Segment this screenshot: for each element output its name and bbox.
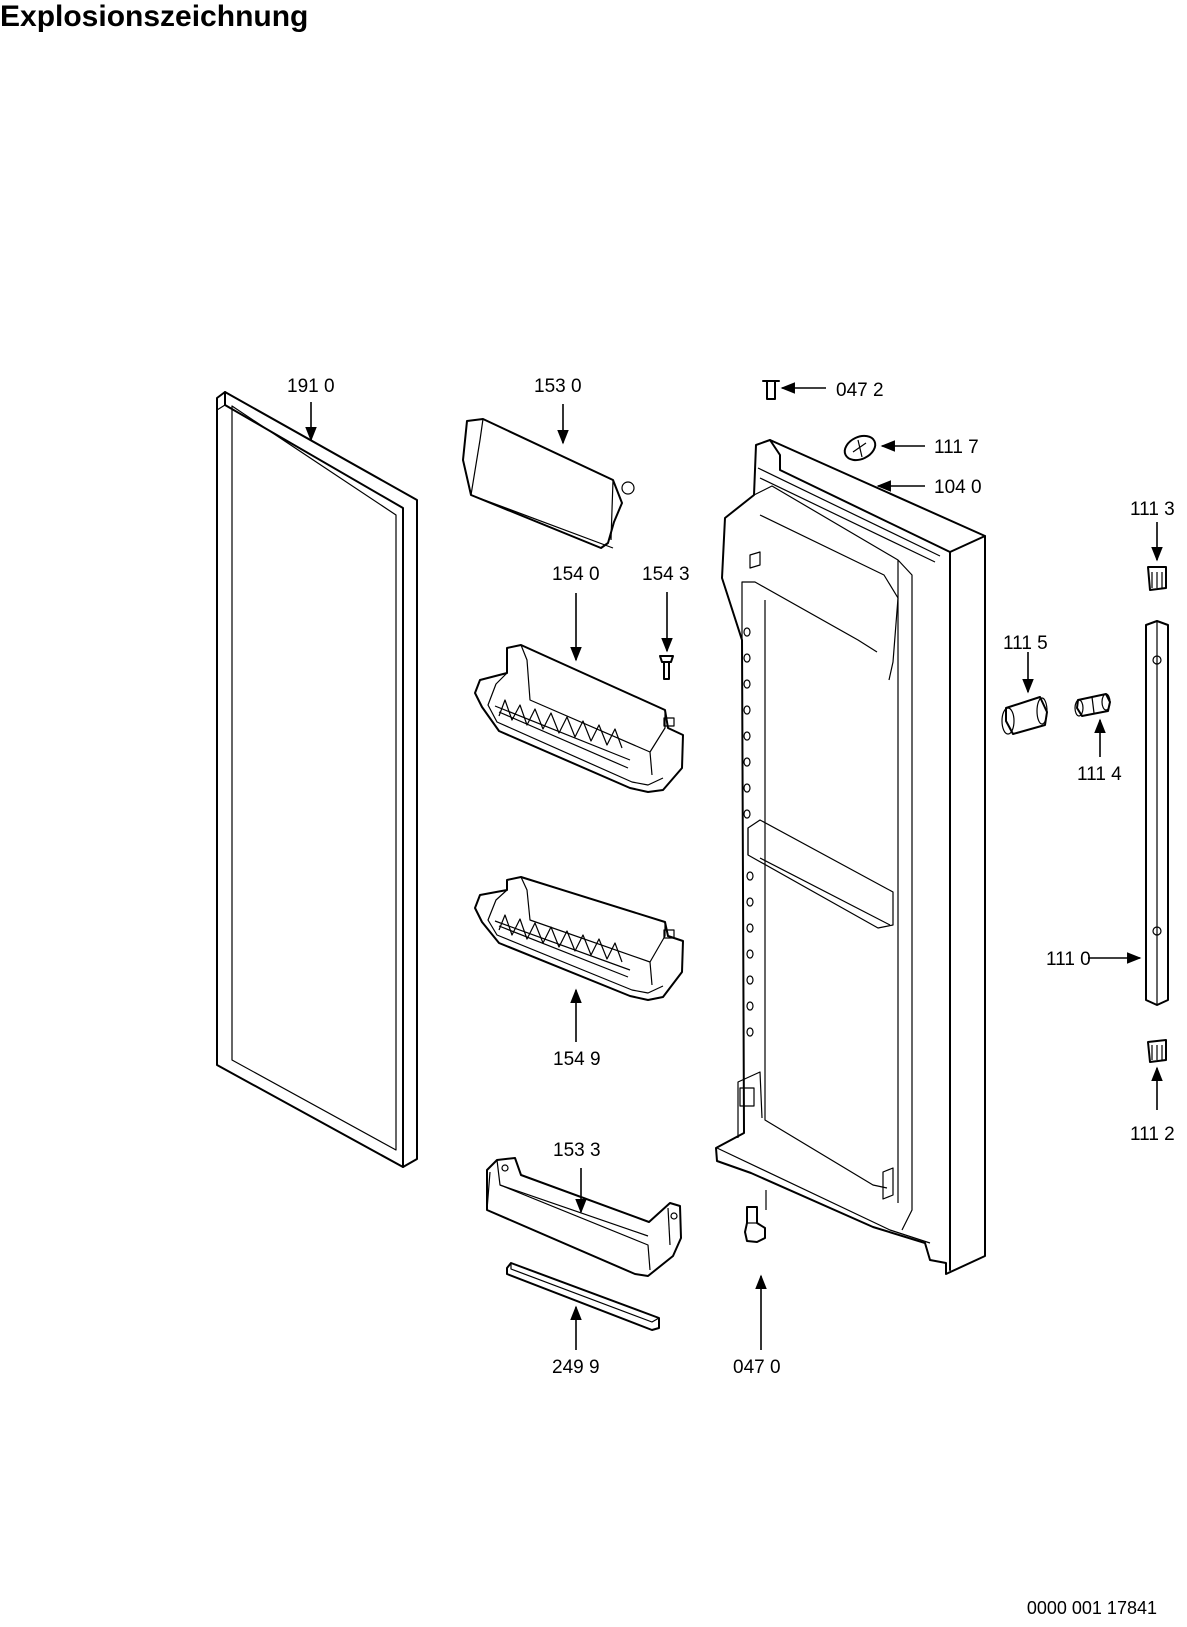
bottom-hinge-pin-part: [744, 1190, 767, 1243]
part-label-111-2: 111 2: [1130, 1124, 1175, 1145]
hinge-cap-part: [843, 434, 877, 462]
part-label-154-0: 154 0: [552, 564, 600, 585]
door-gasket-part: [216, 391, 418, 1168]
handle-cap-lower-part: [1147, 1039, 1167, 1063]
bin-screw-part: [659, 655, 674, 680]
part-label-249-9: 249 9: [552, 1357, 600, 1378]
part-label-111-3: 111 3: [1130, 499, 1175, 520]
top-shelf-cover-part: [462, 418, 635, 549]
door-liner-part: [715, 439, 986, 1275]
document-number: 0000 001 17841: [1026, 1598, 1157, 1618]
part-label-111-5: 111 5: [1003, 633, 1048, 654]
handle-bushing-part: [1074, 693, 1111, 717]
top-hinge-pin-part: [762, 380, 780, 400]
part-label-154-3: 154 3: [642, 564, 690, 585]
trim-strip-part: [506, 1262, 660, 1331]
handle-spacer-part: [1001, 696, 1048, 735]
door-handle-part: [1145, 620, 1169, 1006]
page-title: Explosionszeichnung: [0, 0, 309, 33]
part-label-111-0: 111 0: [1046, 949, 1091, 970]
part-label-111-4: 111 4: [1077, 764, 1122, 785]
part-label-047-0: 047 0: [733, 1357, 781, 1378]
part-label-191-0: 191 0: [287, 376, 335, 397]
bottom-shelf-part: [486, 1157, 682, 1277]
part-label-047-2: 047 2: [836, 380, 884, 401]
part-label-153-3: 153 3: [553, 1140, 601, 1161]
handle-cap-upper-part: [1147, 566, 1167, 591]
shelf-hole-column: [743, 627, 754, 1037]
part-label-154-9: 154 9: [553, 1049, 601, 1070]
part-label-111-7: 111 7: [934, 437, 979, 458]
lower-door-bin-part: [474, 876, 684, 1001]
part-label-153-0: 153 0: [534, 376, 582, 397]
upper-door-bin-part: [474, 644, 684, 793]
part-label-104-0: 104 0: [934, 477, 982, 498]
